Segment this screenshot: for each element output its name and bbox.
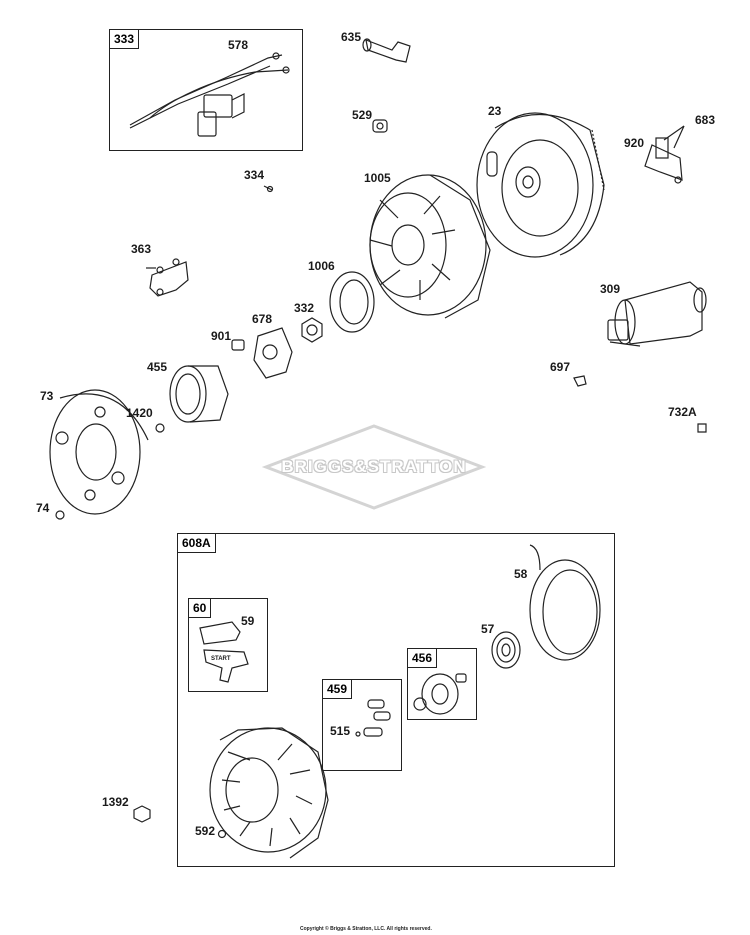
spark-plug-boot-drawing (362, 38, 411, 63)
part-label-74: 74 (36, 501, 50, 515)
part-529-drawing (372, 119, 388, 133)
part-678-drawing (253, 327, 293, 379)
part-label-678: 678 (252, 312, 273, 326)
part-label-363: 363 (131, 242, 152, 256)
part-label-57: 57 (481, 622, 495, 636)
part-label-683: 683 (695, 113, 716, 127)
pulley-456-drawing (413, 673, 467, 715)
screw-732a-drawing (697, 423, 707, 433)
part-label-578: 578 (228, 38, 249, 52)
screw-1420-drawing (155, 423, 165, 433)
debris-screen-drawing (49, 389, 149, 515)
kit-box-333: 333 (109, 29, 303, 151)
screen-1006-drawing (329, 271, 375, 333)
watermark-logo: BRIGGS&STRATTON (281, 457, 467, 476)
kit-tag-60: 60 (188, 598, 212, 618)
kit-tag-459: 459 (322, 679, 353, 699)
flywheel-gear-drawing (476, 112, 605, 258)
bolt-697-drawing (573, 375, 587, 387)
bracket-363-drawing (146, 258, 189, 297)
part-label-515: 515 (330, 724, 351, 738)
part-label-529: 529 (352, 108, 373, 122)
part-label-455: 455 (147, 360, 168, 374)
part-label-1006: 1006 (308, 259, 335, 273)
part-901-drawing (231, 339, 245, 351)
part-label-23: 23 (488, 104, 502, 118)
part-label-732a: 732A (668, 405, 697, 419)
kit-box-608a: 608A (177, 533, 615, 867)
part-label-635: 635 (341, 30, 362, 44)
part-label-920: 920 (624, 136, 645, 150)
pawls-515-drawing (355, 699, 391, 737)
part-label-901: 901 (211, 329, 232, 343)
starter-cup-drawing (169, 365, 229, 423)
part-label-58: 58 (514, 567, 528, 581)
part-label-1005: 1005 (364, 171, 391, 185)
kit-tag-333: 333 (109, 29, 140, 49)
solenoid-drawing (644, 125, 685, 184)
kit-box-456: 456 (407, 648, 477, 720)
recoil-spring-drawing (491, 631, 521, 669)
kit-box-60: 60 (188, 598, 268, 692)
screw-74-drawing (55, 510, 65, 520)
part-label-1392: 1392 (102, 795, 129, 809)
watermark-diamond (261, 424, 487, 510)
part-label-592: 592 (195, 824, 216, 838)
part-label-309: 309 (600, 282, 621, 296)
ignition-harness-drawing (129, 52, 290, 137)
part-label-59: 59 (241, 614, 255, 628)
starter-rope-drawing (529, 544, 601, 661)
recoil-housing-drawing (209, 727, 329, 859)
kit-box-459: 459 (322, 679, 402, 771)
nut-1392-drawing (133, 805, 151, 823)
part-label-334: 334 (244, 168, 265, 182)
part-label-332: 332 (294, 301, 315, 315)
start-handle-text: START (211, 656, 231, 662)
fan-drawing (369, 174, 491, 319)
copyright-text: Copyright © Briggs & Stratton, LLC. All … (300, 926, 432, 932)
part-label-1420: 1420 (126, 406, 153, 420)
screw-592-drawing (217, 829, 227, 839)
part-label-73: 73 (40, 389, 54, 403)
nut-332-drawing (301, 317, 323, 343)
starter-handle-drawing (199, 621, 249, 683)
starter-motor-drawing (607, 281, 707, 347)
part-label-697: 697 (550, 360, 571, 374)
kit-tag-608a: 608A (177, 533, 216, 553)
screw-334-drawing (263, 185, 274, 193)
kit-tag-456: 456 (407, 648, 438, 668)
